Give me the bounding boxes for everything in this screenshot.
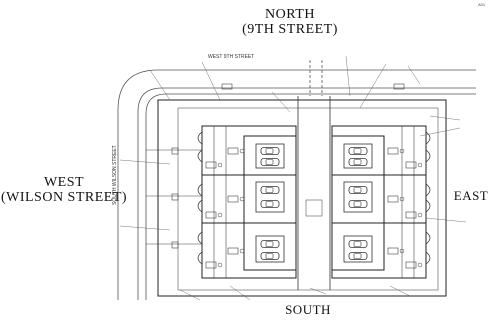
east-label: EAST	[453, 188, 489, 203]
annotation-leaders	[119, 55, 467, 301]
west-street-name: (WILSON STREET)	[0, 190, 128, 205]
west-label: WEST (WILSON STREET)	[0, 175, 128, 205]
page-mark: A01	[478, 2, 486, 7]
right-unit-fixtures	[387, 147, 423, 269]
sign-box-right	[393, 83, 405, 90]
left-unit-cars	[260, 147, 280, 260]
right-unit-garages	[343, 143, 373, 263]
central-driveway	[297, 96, 331, 290]
west-walkways	[146, 147, 202, 249]
right-unit-cars	[348, 147, 368, 260]
left-unit-fixtures	[205, 147, 245, 269]
property-boundary	[157, 99, 447, 297]
street-label-top: WEST 9TH STREET	[208, 54, 254, 60]
south-label: SOUTH	[285, 302, 331, 317]
sign-box-left	[221, 83, 233, 90]
building-outline	[177, 107, 439, 291]
right-unit-block	[331, 125, 431, 279]
north-label: NORTH (9TH STREET)	[238, 7, 342, 37]
north-title: NORTH	[265, 7, 315, 22]
north-street-name: (9TH STREET)	[242, 22, 338, 37]
west-title: WEST	[43, 175, 85, 190]
left-unit-block	[197, 125, 297, 279]
street-curbs	[117, 60, 476, 300]
street-label-left: SOUTH WILSON STREET	[112, 145, 118, 205]
left-unit-garages	[255, 143, 285, 263]
